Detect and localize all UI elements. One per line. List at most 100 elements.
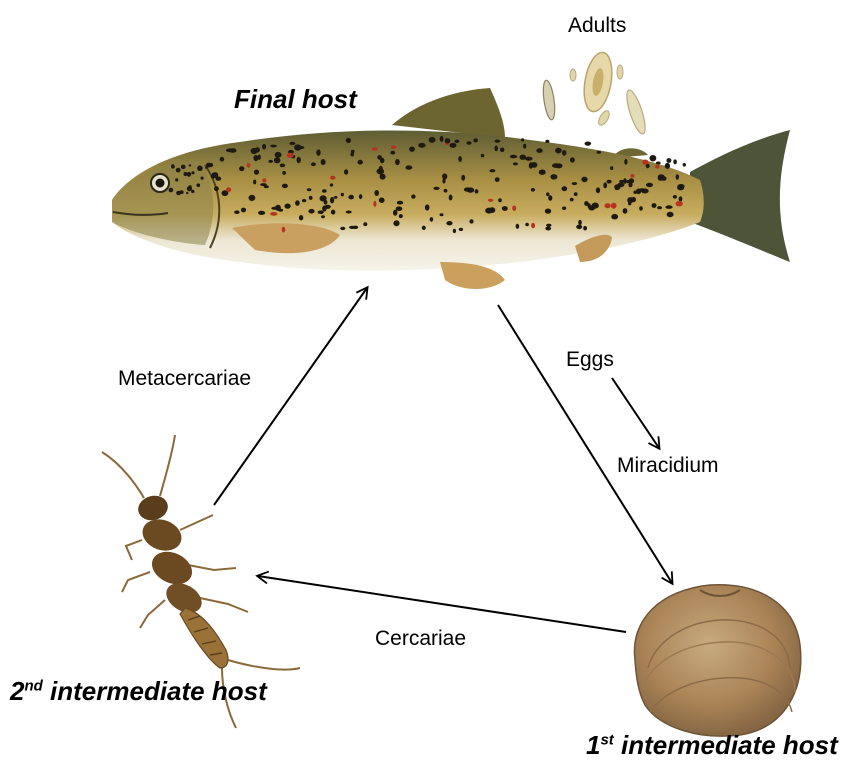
fish-spot (510, 155, 517, 159)
eggs-label: Eggs (566, 348, 614, 372)
fish-spot (308, 209, 314, 214)
fish-spot (475, 189, 479, 193)
fish-spot (525, 223, 529, 227)
fish-spot (619, 180, 624, 183)
fish-spot (191, 190, 194, 193)
fish-spot (597, 151, 602, 154)
fish-spot (581, 177, 587, 183)
fish-spot (260, 183, 267, 186)
fish-spot (454, 140, 459, 143)
fish-spot (348, 195, 354, 200)
fish-spot (546, 192, 549, 196)
fish-spot (466, 141, 471, 144)
fish-spot (523, 144, 526, 149)
trout-illustration (112, 88, 790, 289)
fish-spot (358, 160, 363, 165)
fish-spot (289, 142, 295, 145)
fish-spot (320, 195, 327, 201)
fish-spot (331, 210, 335, 215)
fish-spot (650, 155, 657, 161)
fish-spot (268, 160, 273, 163)
adult-worms-illustration (541, 50, 649, 136)
fish-spot (639, 206, 643, 210)
fish-spot (282, 171, 286, 175)
adult-worm (541, 79, 556, 120)
fish-spot (373, 201, 376, 207)
fish-spot (611, 214, 618, 220)
adult-worm (617, 65, 623, 79)
fish-spot (330, 197, 334, 203)
adult-worm (623, 88, 649, 135)
fish-spot (297, 146, 304, 149)
fish-spot (322, 189, 327, 192)
fish-spot (545, 227, 551, 231)
fish-spot (239, 166, 244, 171)
leg (188, 565, 236, 570)
fish-spot (425, 204, 430, 210)
fish-spot (467, 187, 474, 192)
fish-spot (489, 169, 495, 172)
fish-spot (555, 148, 562, 154)
fish-spot (189, 164, 191, 166)
fish-spot (346, 138, 351, 143)
arrow-first-to-second-host (258, 576, 626, 632)
fish-spot (285, 204, 291, 209)
fish-spot (545, 140, 549, 143)
fish-spot (500, 148, 504, 153)
fish-spot (646, 183, 653, 187)
fish-spot (197, 166, 203, 172)
fish-spot (676, 174, 679, 180)
fish-spot (395, 159, 400, 165)
fish-spot (181, 165, 186, 170)
fish-spot (440, 213, 444, 216)
fish-spot (270, 145, 277, 148)
fish-spot (607, 180, 612, 184)
fish-spot (340, 227, 345, 230)
leg (126, 540, 142, 560)
fish-spot (655, 165, 660, 169)
host-label-text: intermediate host (621, 730, 838, 760)
fish-spot (234, 210, 239, 214)
fish-spot (249, 195, 256, 201)
metacercariae-label: Metacercariae (118, 367, 251, 391)
fish-spot (531, 188, 535, 192)
fish-spot (321, 215, 325, 218)
fish-spot (626, 180, 629, 183)
fish-spot (548, 195, 552, 201)
fish-spot (433, 187, 439, 190)
fish-spot (495, 140, 501, 143)
fish-spot (330, 176, 335, 180)
leg (180, 515, 213, 530)
clam-illustration (634, 585, 800, 736)
fish-spot (623, 208, 628, 214)
arrow-final-to-first-host (498, 305, 672, 583)
fish-spot (536, 148, 542, 153)
antenna (102, 452, 144, 498)
fish-spot (275, 152, 282, 158)
fish-spot (422, 226, 426, 230)
ordinal-number: 2 (10, 676, 24, 706)
fish-spot (391, 145, 396, 149)
antenna (160, 435, 175, 496)
fish-spot (578, 220, 582, 226)
fish-spot (502, 206, 508, 211)
fish-spot (262, 178, 266, 182)
fish-spot (610, 166, 613, 170)
fish-spot (495, 146, 498, 152)
leg (122, 572, 150, 592)
fish-spot (445, 138, 451, 143)
fish-spot (302, 199, 306, 202)
ordinal-suffix: st (600, 731, 613, 748)
fish-spot (618, 182, 625, 187)
fish-spot (278, 209, 283, 212)
fish-spot (429, 137, 436, 143)
first-intermediate-host-label: 1st intermediate host (586, 730, 838, 761)
fish-spot (531, 223, 535, 229)
fish-spot (525, 157, 533, 161)
leg (140, 600, 165, 628)
fish-spot (309, 196, 313, 200)
fish-spot (562, 150, 566, 156)
fish-spot (605, 203, 611, 208)
fish-head (112, 160, 213, 245)
fish-spot (512, 206, 516, 211)
